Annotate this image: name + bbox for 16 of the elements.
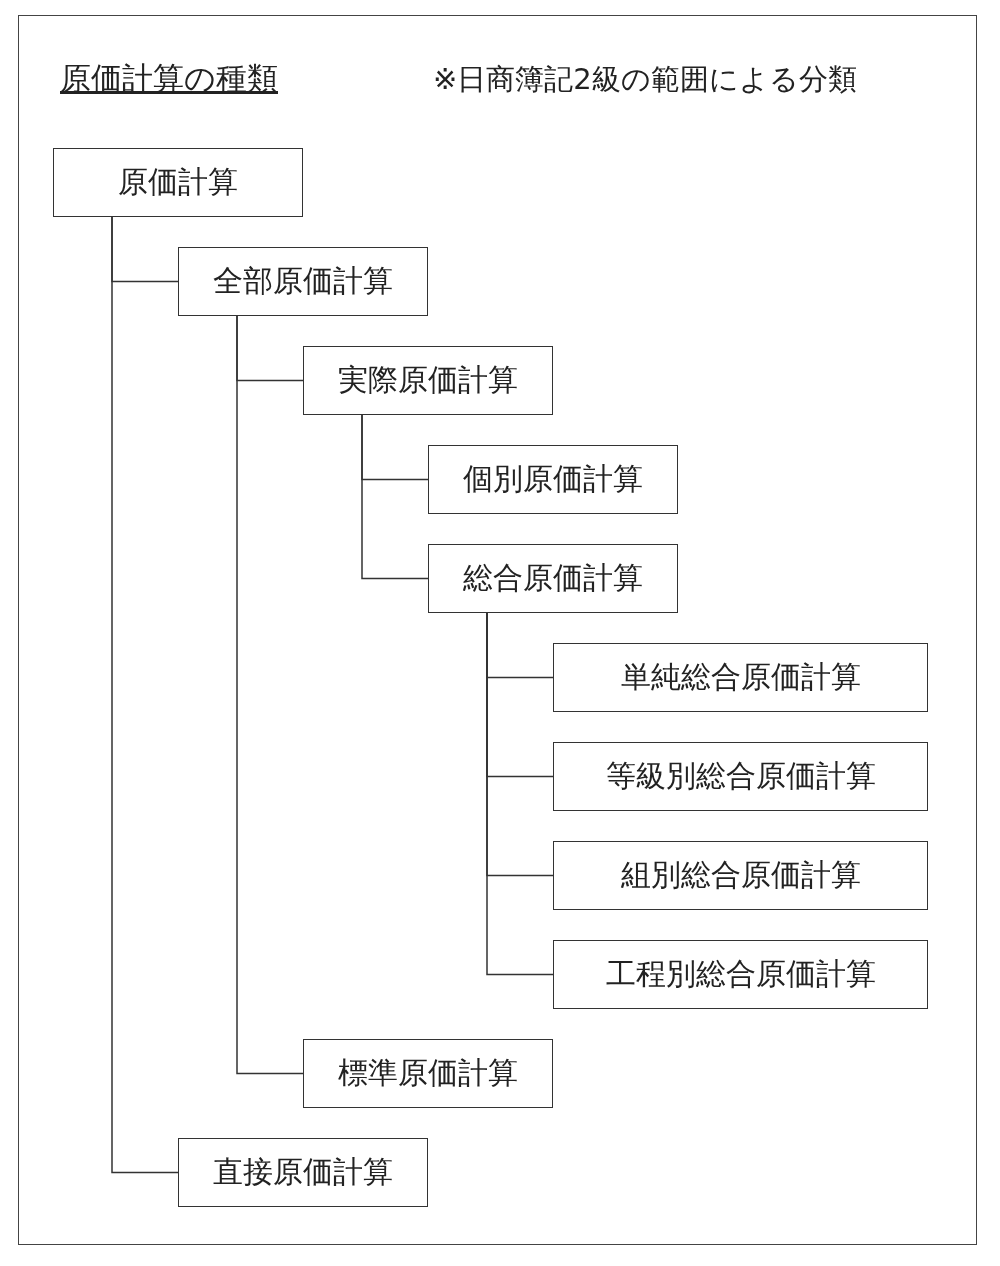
process-box: 個別原価計算 <box>428 445 678 514</box>
note-text: ※日商簿記2級の範囲による分類 <box>433 61 857 98</box>
diagram-title: 原価計算の種類 <box>60 59 278 98</box>
process-box: 直接原価計算 <box>178 1138 428 1207</box>
process-box: 等級別総合原価計算 <box>553 742 928 811</box>
process-box: 実際原価計算 <box>303 346 553 415</box>
process-box: 全部原価計算 <box>178 247 428 316</box>
process-box: 標準原価計算 <box>303 1039 553 1108</box>
process-box: 総合原価計算 <box>428 544 678 613</box>
process-box: 工程別総合原価計算 <box>553 940 928 1009</box>
process-box: 組別総合原価計算 <box>553 841 928 910</box>
process-box: 原価計算 <box>53 148 303 217</box>
connector-line <box>236 315 304 1075</box>
connector-line <box>361 414 429 580</box>
connector-line <box>111 216 179 1174</box>
process-box: 単純総合原価計算 <box>553 643 928 712</box>
